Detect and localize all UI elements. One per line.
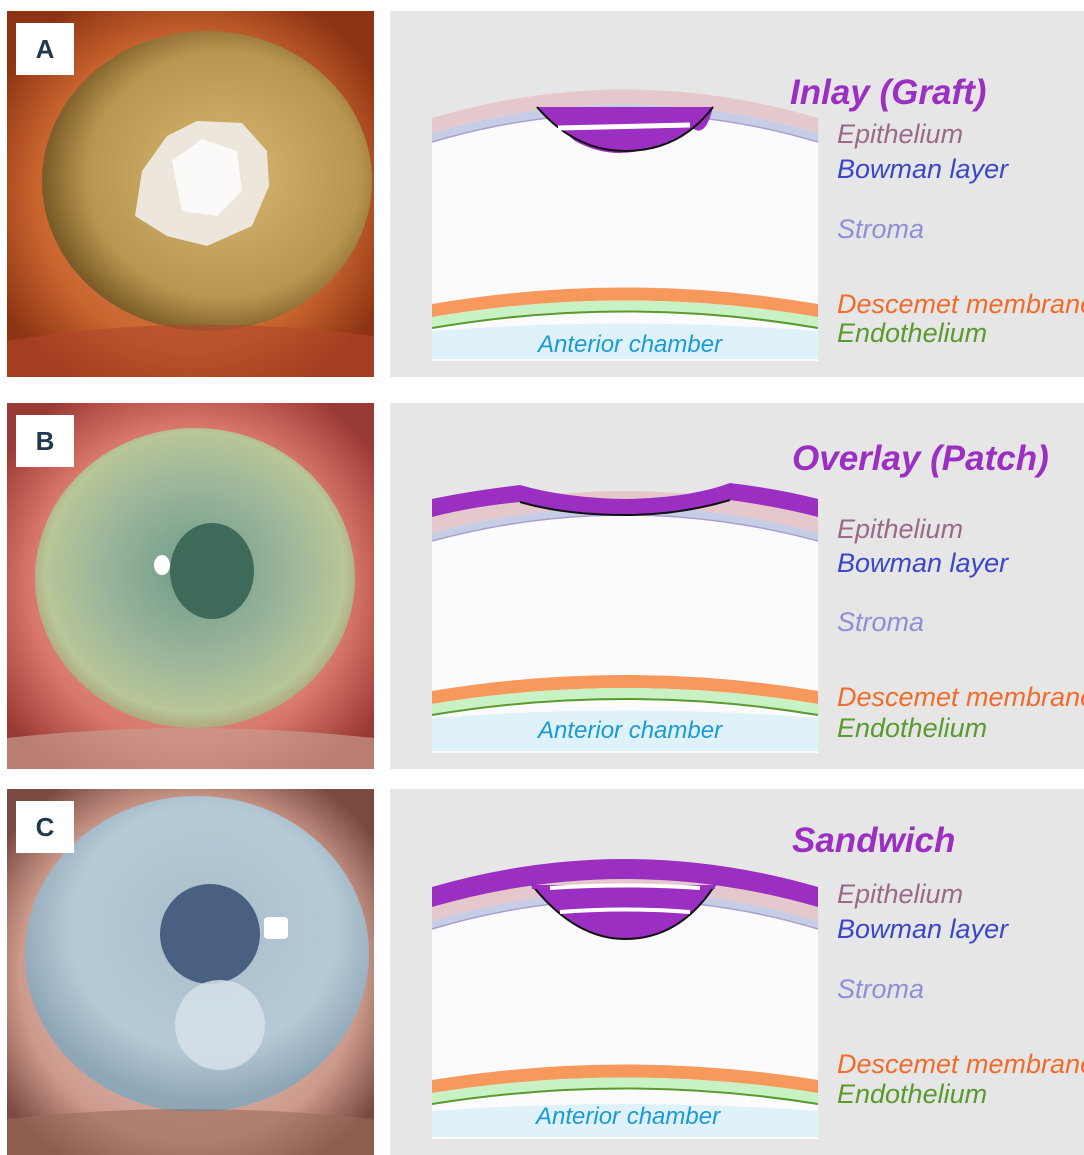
label-bowman-layer: Bowman layer — [837, 550, 1008, 577]
label-epithelium: Epithelium — [837, 516, 963, 543]
label-stroma: Stroma — [837, 216, 924, 243]
diagram-panel-a: Inlay (Graft) Epithelium Bowman layer St… — [390, 11, 1084, 377]
label-descemet-membrane: Descemet membrane — [837, 684, 1084, 711]
panel-letter-badge: C — [16, 801, 74, 853]
label-epithelium: Epithelium — [837, 881, 963, 908]
graft-type-title: Inlay (Graft) — [790, 75, 986, 110]
row-c: C Sandwich Epithelium Bowman layer Strom… — [0, 789, 1084, 1155]
diagram-panel-c: Sandwich Epithelium Bowman layer Stroma … — [390, 789, 1084, 1155]
label-endothelium: Endothelium — [837, 320, 987, 347]
row-b: B Overlay (Patch) Epithelium Bowman laye… — [0, 403, 1084, 769]
label-endothelium: Endothelium — [837, 715, 987, 742]
label-stroma: Stroma — [837, 976, 924, 1003]
label-anterior-chamber: Anterior chamber — [538, 719, 722, 743]
graft-type-title: Overlay (Patch) — [792, 441, 1049, 476]
row-a: A Inlay (Graft) Epithelium Bowman layer … — [0, 11, 1084, 377]
panel-letter-badge: A — [16, 23, 74, 75]
label-stroma: Stroma — [837, 609, 924, 636]
panel-letter-badge: B — [16, 415, 74, 467]
eye-photo-c: C — [7, 789, 374, 1155]
label-endothelium: Endothelium — [837, 1081, 987, 1108]
eye-photo-b: B — [7, 403, 374, 769]
diagram-panel-b: Overlay (Patch) Epithelium Bowman layer … — [390, 403, 1084, 769]
label-descemet-membrane: Descemet membrane — [837, 1051, 1084, 1078]
label-epithelium: Epithelium — [837, 121, 963, 148]
label-bowman-layer: Bowman layer — [837, 916, 1008, 943]
label-bowman-layer: Bowman layer — [837, 156, 1008, 183]
label-anterior-chamber: Anterior chamber — [536, 1105, 720, 1129]
eye-photo-a: A — [7, 11, 374, 377]
label-descemet-membrane: Descemet membrane — [837, 291, 1084, 318]
label-anterior-chamber: Anterior chamber — [538, 333, 722, 357]
graft-type-title: Sandwich — [792, 823, 955, 858]
